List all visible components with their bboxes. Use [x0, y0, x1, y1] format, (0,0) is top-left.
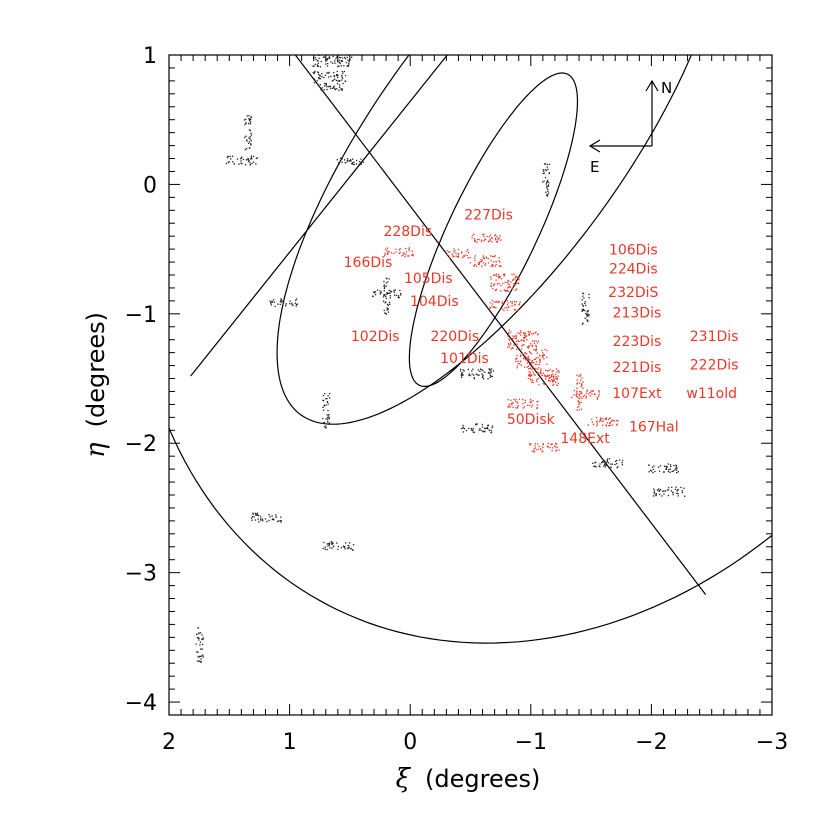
svg-text:ξ (degrees): ξ (degrees) [396, 764, 541, 794]
field-patch [322, 392, 331, 429]
field-label: 102Dis [351, 329, 400, 345]
field-labels: 227Dis 228Dis 166Dis 105Dis 104Dis 102Dis 220D… [344, 207, 739, 447]
ellipse-outline-2 [276, 55, 692, 425]
field-label: 220Dis [430, 329, 479, 345]
axis-line-1 [190, 55, 449, 377]
field-patch-labeled [383, 247, 414, 258]
y-axis-unit: (degrees) [82, 312, 110, 427]
field-label: 167Hal [629, 420, 679, 436]
x-tick-label: −3 [756, 730, 788, 755]
axis-line-2 [294, 55, 707, 596]
compass-rose: N E [588, 79, 672, 176]
survey-fields [195, 55, 686, 663]
field-label: 107Ext [612, 386, 662, 402]
field-label: 224Dis [609, 262, 658, 278]
field-label: 105Dis [404, 271, 453, 287]
y-tick-label: −3 [125, 562, 157, 587]
field-patch [581, 292, 590, 325]
field-label: 222Dis [690, 357, 739, 373]
field-patch [269, 298, 298, 308]
ellipse-outline-1 [408, 72, 579, 387]
field-patch-labeled [528, 374, 559, 387]
field-patch [243, 115, 252, 151]
y-tick-label: −1 [125, 303, 157, 328]
field-patch [372, 289, 402, 299]
axis-ticks [168, 54, 773, 716]
field-patch-labeled [490, 282, 520, 293]
field-patch-labeled [490, 273, 520, 284]
field-patch [382, 277, 391, 315]
field-patch [225, 155, 259, 166]
x-tick-label: −1 [515, 730, 547, 755]
field-patch [542, 163, 551, 197]
field-patch [592, 458, 624, 469]
field-label: 232DiS [608, 285, 658, 301]
field-label: 166Dis [344, 255, 393, 271]
field-patch-labeled [527, 368, 560, 380]
compass-north-label: N [661, 79, 672, 97]
field-patch [250, 512, 282, 523]
field-label: 148Ext [560, 431, 610, 447]
plot-frame [168, 54, 773, 716]
field-patch-labeled [507, 398, 539, 409]
field-outlines [169, 55, 772, 644]
field-patch [459, 368, 495, 380]
x-tick-label: 0 [403, 730, 417, 755]
field-label: 223Dis [613, 334, 662, 350]
field-patch [336, 157, 364, 166]
x-tick-label: 1 [283, 730, 297, 755]
field-patch-labeled [489, 299, 521, 312]
field-patch-labeled [507, 339, 540, 350]
ellipse-outline-3 [169, 55, 772, 644]
field-patch-labeled [575, 373, 584, 411]
field-label: 104Dis [410, 294, 459, 310]
field-patch [322, 541, 355, 551]
field-patch-labeled [446, 248, 470, 259]
y-tick-label: 1 [143, 44, 157, 69]
field-patch [460, 423, 494, 434]
field-patch [195, 627, 204, 663]
x-tick-labels: 2 1 0 −1 −2 −3 [162, 730, 788, 755]
field-label: 231Dis [690, 329, 739, 345]
field-label: w11old [686, 386, 737, 402]
field-patch [648, 463, 679, 474]
y-axis-title: η (degrees) [81, 312, 111, 458]
x-axis-unit: (degrees) [425, 765, 540, 793]
compass-east-label: E [590, 158, 599, 176]
x-axis-title: ξ (degrees) [396, 764, 541, 794]
field-label: 221Dis [613, 360, 662, 376]
field-patch-labeled [587, 417, 619, 427]
field-label: 213Dis [613, 306, 662, 322]
field-patch [652, 486, 686, 497]
y-tick-label: −2 [125, 432, 157, 457]
y-tick-label: −4 [125, 691, 157, 716]
x-tick-label: −2 [635, 730, 667, 755]
field-patch-labeled [507, 329, 539, 341]
field-patch-labeled [529, 442, 560, 453]
field-patch [312, 70, 347, 83]
compass-east-arrowhead [588, 139, 601, 153]
x-axis-symbol: ξ [396, 764, 412, 794]
y-tick-labels: 1 0 −1 −2 −3 −4 [125, 44, 157, 716]
field-patch [313, 82, 344, 92]
field-patch-labeled [471, 233, 502, 243]
x-tick-label: 2 [162, 730, 176, 755]
field-patch-labeled [469, 255, 502, 267]
field-patch [312, 55, 353, 68]
svg-text:η (degrees): η (degrees) [81, 312, 111, 458]
field-patch-labeled [515, 358, 548, 370]
field-label: 228Dis [383, 224, 432, 240]
field-label: 50Disk [507, 412, 556, 428]
field-label: 227Dis [464, 207, 513, 223]
y-tick-label: 0 [143, 173, 157, 198]
field-label: 106Dis [609, 242, 658, 258]
field-patch-labeled [571, 389, 600, 400]
y-axis-symbol: η [81, 442, 111, 458]
compass-north-arrowhead [645, 79, 659, 92]
field-label: 101Dis [440, 351, 489, 367]
